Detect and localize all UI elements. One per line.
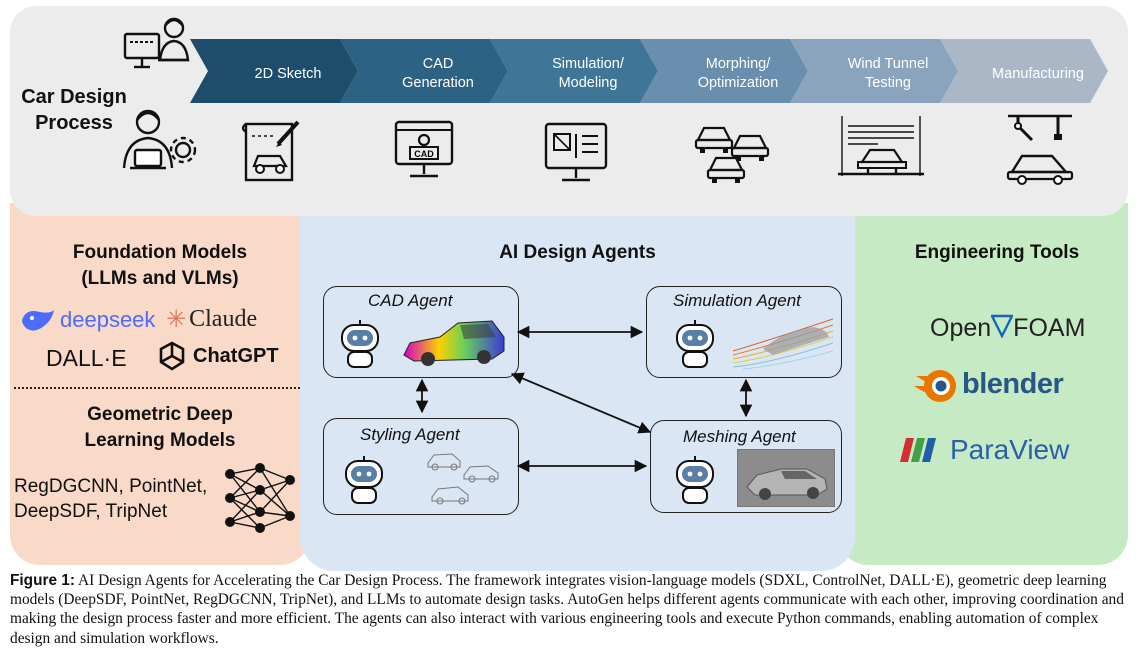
- models-line2: DeepSDF, TripNet: [14, 501, 168, 522]
- step-label-line1: Wind Tunnel: [847, 56, 929, 72]
- cad-agent-box: CAD Agent: [323, 286, 519, 378]
- step-2d-sketch: 2D Sketch: [206, 42, 356, 106]
- blueprint-car-icon: [241, 120, 300, 182]
- step-cad-generation: CAD Generation: [356, 42, 506, 106]
- figure-caption: Figure 1: AI Design Agents for Accelerat…: [10, 571, 1130, 648]
- deepseek-label: deepseek: [60, 307, 156, 332]
- robot-icon: [676, 320, 714, 368]
- robot-icon: [676, 456, 714, 504]
- process-title: Car Design Process: [14, 84, 134, 136]
- step-label-line2: Optimization: [697, 75, 779, 91]
- agents-title: AI Design Agents: [499, 242, 656, 263]
- foundation-title-line2: (LLMs and VLMs): [81, 268, 239, 289]
- design-process-panel: Car Design Process 2D Sketch CAD Generat…: [10, 6, 1128, 216]
- step-manufacturing: Manufacturing: [956, 42, 1106, 106]
- caption-label: Figure 1:: [10, 572, 75, 589]
- designer-at-desk-icon: [123, 17, 190, 69]
- step-label-line2: Generation: [402, 75, 474, 91]
- claude-label: Claude: [189, 306, 258, 332]
- process-arrow-bar: [190, 39, 1108, 103]
- step-label-line2: Testing: [865, 75, 911, 91]
- openfoam-label-open: Open: [930, 314, 992, 342]
- deepseek-whale-icon: [22, 310, 54, 331]
- foundation-title: Foundation Models (LLMs and VLMs): [10, 240, 310, 292]
- step-label: Manufacturing: [992, 65, 1084, 82]
- openfoam-label-foam: FOAM: [1013, 314, 1086, 342]
- geometric-title-line1: Geometric Deep: [87, 404, 233, 425]
- geometric-title-line2: Learning Models: [84, 430, 236, 451]
- blender-logo: blender: [912, 364, 1064, 404]
- openai-knot-icon: [159, 341, 185, 371]
- geometric-title: Geometric Deep Learning Models: [10, 402, 310, 454]
- foundation-title-line1: Foundation Models: [72, 242, 248, 263]
- step-wind-tunnel-testing: Wind Tunnel Testing: [806, 42, 956, 106]
- simulation-agent-title: Simulation Agent: [673, 291, 801, 310]
- simulation-monitor-icon: [544, 122, 608, 182]
- deepseek-logo: deepseek: [20, 306, 155, 334]
- process-title-line1: Car Design: [21, 86, 127, 108]
- engineering-tools-panel: [838, 203, 1128, 565]
- models-line1: RegDGCNN, PointNet,: [14, 476, 208, 497]
- meshing-agent-box: Meshing Agent: [650, 420, 842, 513]
- foundation-panel: [10, 203, 310, 565]
- step-simulation-modeling: Simulation/ Modeling: [506, 42, 656, 106]
- robot-icon: [345, 456, 383, 504]
- neural-network-icon: [225, 463, 295, 533]
- openfoam-logo: Open FOAM: [930, 314, 1085, 343]
- chatgpt-logo: ChatGPT: [156, 340, 279, 372]
- openfoam-nabla-icon: [991, 314, 1014, 338]
- section-divider: [14, 387, 300, 389]
- step-morphing-optimization: Morphing/ Optimization: [656, 42, 806, 106]
- geometric-models-list: RegDGCNN, PointNet, DeepSDF, TripNet: [14, 474, 207, 524]
- styling-agent-title: Styling Agent: [360, 425, 460, 444]
- claude-spark-icon: ✳: [166, 305, 187, 333]
- simulation-agent-box: Simulation Agent: [646, 286, 842, 378]
- meshing-agent-title: Meshing Agent: [683, 427, 796, 446]
- mesh-car-render-icon: [737, 449, 835, 507]
- cad-car-model-icon: [403, 320, 505, 366]
- blender-label: blender: [962, 367, 1064, 400]
- svg-text:CAD: CAD: [414, 149, 434, 159]
- chatgpt-label: ChatGPT: [193, 344, 279, 367]
- robot-arm-car-icon: [1006, 114, 1074, 185]
- paraview-bars-icon: [900, 438, 936, 462]
- claude-logo: ✳ Claude: [166, 306, 257, 333]
- agent-connection-arrows: [415, 325, 753, 473]
- cad-agent-title: CAD Agent: [368, 291, 453, 310]
- step-label-line1: Simulation/: [552, 56, 624, 72]
- multiple-cars-icon: [694, 126, 770, 183]
- flow-streamlines-icon: [733, 318, 833, 370]
- step-label-line1: CAD: [422, 56, 454, 72]
- step-label-line1: Morphing/: [705, 56, 771, 72]
- caption-text: AI Design Agents for Accelerating the Ca…: [10, 572, 1124, 647]
- step-label: 2D Sketch: [254, 65, 322, 82]
- step-label-line2: Modeling: [558, 75, 618, 91]
- robot-icon: [341, 320, 379, 368]
- wind-tunnel-icon: [838, 116, 924, 176]
- engineer-with-gear-icon: [122, 109, 197, 170]
- blender-icon: [914, 370, 956, 402]
- paraview-label: ParaView: [950, 434, 1070, 465]
- cad-monitor-icon: CAD: [394, 120, 454, 178]
- paraview-logo: ParaView: [900, 434, 1069, 466]
- dalle-label: DALL·E: [46, 345, 127, 371]
- styling-agent-box: Styling Agent: [323, 418, 519, 515]
- tools-title: Engineering Tools: [914, 242, 1080, 263]
- car-sketches-icon: [427, 453, 499, 505]
- process-title-line2: Process: [35, 112, 113, 134]
